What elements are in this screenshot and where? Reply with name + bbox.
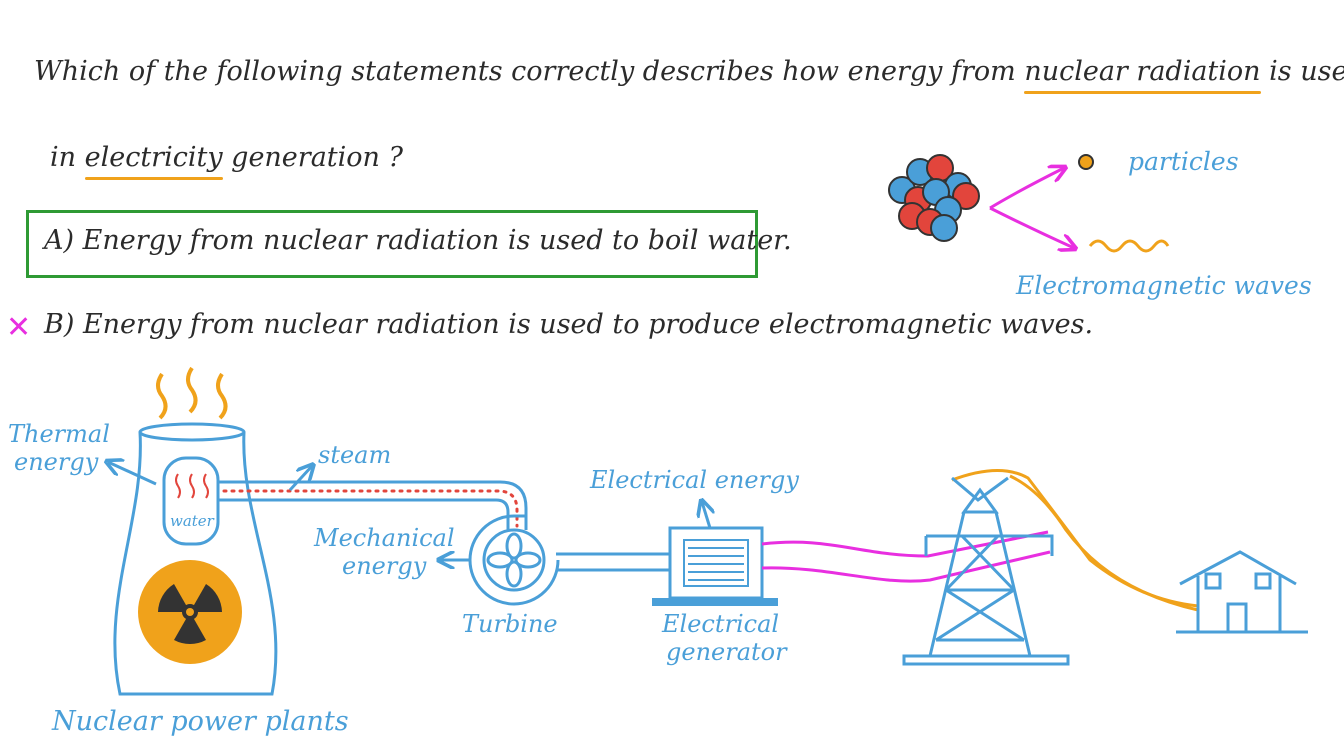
steam-dots: [222, 489, 519, 528]
label-generator-1: Electrical: [661, 610, 779, 638]
label-thermal-2: energy: [14, 448, 99, 476]
label-steam: steam: [318, 441, 391, 469]
label-generator-2: generator: [666, 638, 788, 666]
nucleus-icon: [888, 154, 980, 242]
particle-dot-icon: [1078, 154, 1094, 170]
question-line-1: Which of the following statements correc…: [34, 56, 1344, 94]
steam-pipe: [218, 480, 528, 530]
electrical-energy-arrow: [702, 502, 710, 529]
label-particles: particles: [1128, 147, 1239, 176]
thermal-arrow: [108, 462, 157, 486]
label-power-plant: Nuclear power plants: [51, 706, 349, 737]
heat-wave-icon: [216, 372, 228, 420]
highlight-electricity: electricity: [84, 142, 223, 180]
pylon: [902, 476, 1070, 666]
question-text-part: Which of the following statements correc…: [34, 56, 1025, 87]
house-icon: [1176, 550, 1308, 634]
heat-wave-icon: [186, 366, 198, 414]
label-mechanical-1: Mechanical: [313, 524, 455, 552]
emission-arrow-up: [989, 168, 1064, 210]
label-thermal-1: Thermal: [8, 420, 110, 448]
generator: [652, 526, 778, 606]
question-text-part: is used: [1269, 56, 1344, 87]
heat-wave-icon: [156, 372, 168, 420]
highlight-nuclear-radiation: nuclear radiation: [1024, 56, 1261, 94]
emission-arrow-down: [989, 206, 1074, 248]
question-text-part: in: [50, 142, 85, 173]
option-a[interactable]: A) Energy from nuclear radiation is used…: [44, 225, 792, 256]
label-em-waves: Electromagnetic waves: [1015, 271, 1312, 300]
wave-icon: [1088, 239, 1170, 253]
wrong-cross-icon: ✕: [6, 310, 32, 345]
radiation-symbol-icon: [138, 560, 242, 664]
heat-squiggle-icon: [175, 473, 209, 499]
power-line-orange: [1009, 474, 1199, 612]
fan-icon: [486, 532, 542, 588]
turbine-shaft: [556, 552, 670, 572]
turbine: [468, 514, 560, 606]
label-electrical-energy: Electrical energy: [589, 466, 799, 494]
label-mechanical-2: energy: [342, 552, 427, 580]
power-line-magenta: [761, 530, 1049, 558]
option-b[interactable]: B) Energy from nuclear radiation is used…: [44, 309, 1094, 340]
question-text-part: generation ?: [222, 142, 403, 173]
label-water: water: [170, 512, 215, 530]
steam-arrow: [288, 466, 312, 492]
question-line-2: in electricity generation ?: [50, 142, 403, 180]
power-line-magenta: [761, 550, 1051, 583]
correct-answer-box: [26, 210, 758, 278]
label-turbine: Turbine: [462, 610, 558, 638]
